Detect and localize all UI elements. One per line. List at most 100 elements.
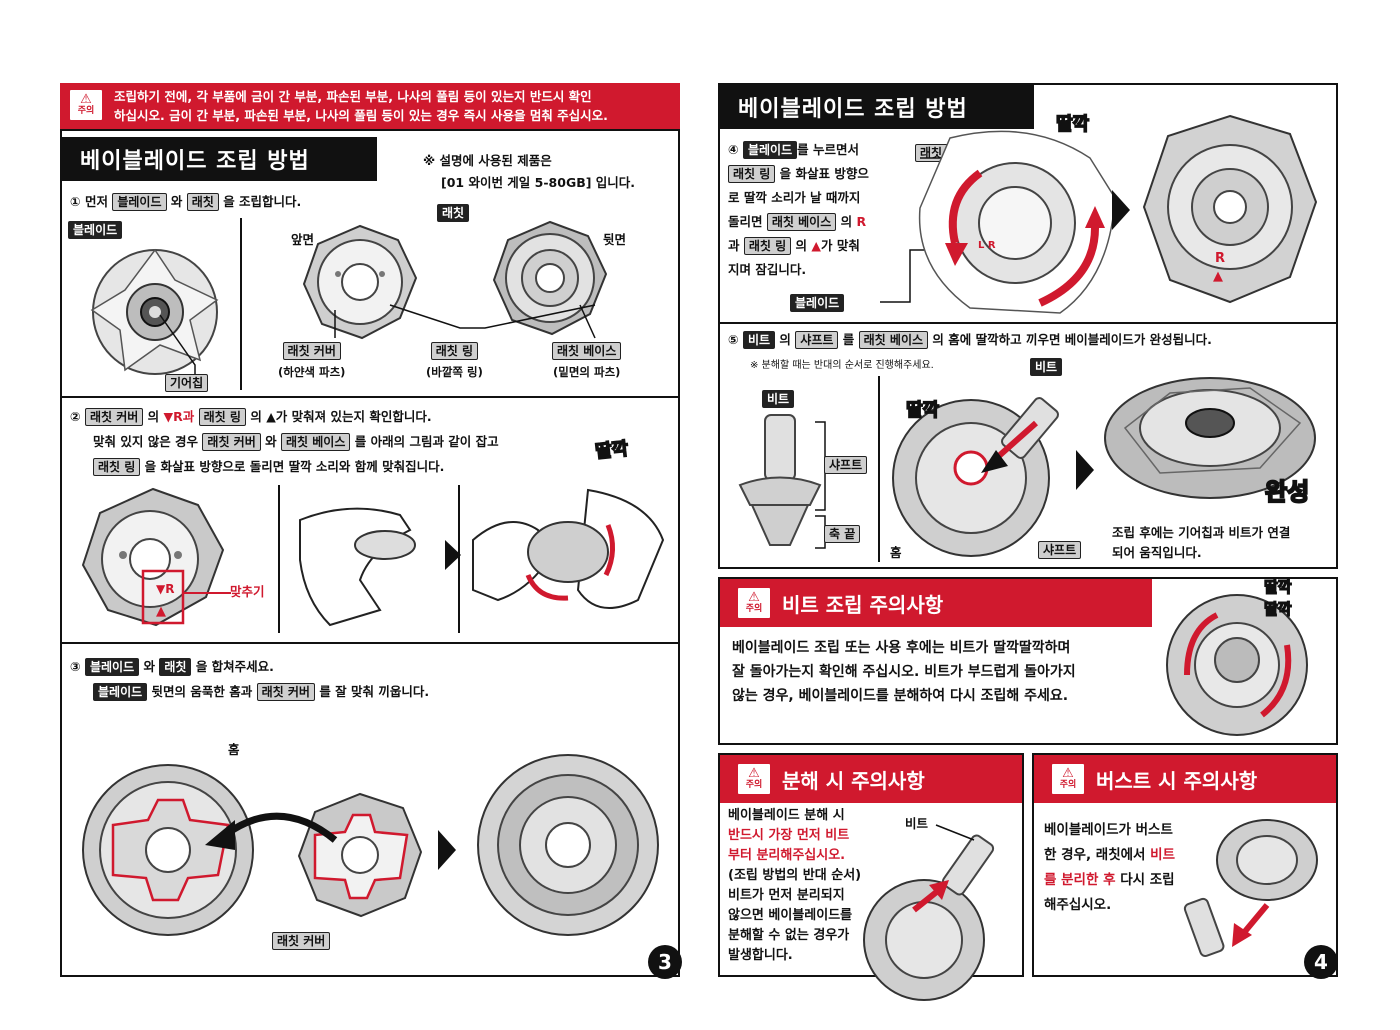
svg-text:▲: ▲ — [156, 604, 166, 619]
burst-box — [1032, 753, 1338, 977]
ratchet-base-label: 래칫 베이스 — [552, 342, 622, 360]
warning-line-1: 조립하기 전에, 각 부품에 금이 간 부분, 파손된 부분, 나사의 풀림 등… — [114, 89, 592, 104]
dis-line-3: 부터 분리해주십시오. — [728, 848, 846, 863]
blade-tag: 블레이드 — [68, 221, 123, 239]
step5-text: ⑤ 비트 의 샤프트 를 래칫 베이스 의 홈에 딸깍하고 끼우면 베이블레이드… — [728, 331, 1212, 349]
bit-caution-line-1: 베이블레이드 조립 또는 사용 후에는 비트가 딸깍딸깍하며 — [732, 640, 1071, 656]
step1-text: ① 먼저 블레이드 와 래칫 을 조립합니다. — [70, 193, 302, 211]
assembled-blade-illustration — [477, 754, 659, 936]
groove-label-5: 홈 — [890, 545, 902, 560]
product-note-2: [01 와이번 게일 5-80GB] 입니다. — [441, 175, 636, 190]
bit-caution-box — [718, 577, 1338, 745]
caution-icon: ⚠주의 — [1050, 762, 1086, 796]
svg-text:▼R: ▼R — [156, 582, 174, 596]
disassembly-box — [718, 753, 1024, 977]
hand-turn-illustration: L R — [918, 130, 1116, 314]
ratchet-cover-label: 래칫 커버 — [282, 342, 341, 360]
burst-line-3: 를 분리한 후 다시 조립 — [1044, 872, 1175, 888]
ratchet-insert-illustration — [297, 792, 423, 918]
locked-ratchet-illustration: R ▲ — [1142, 114, 1318, 304]
dis-line-1: 베이블레이드 분해 시 — [728, 808, 845, 823]
bit-caution-title: ⚠주의 비트 조립 주의사항 — [720, 579, 1152, 627]
step3-text-2: 블레이드 뒷면의 움푹한 홈과 래칫 커버 를 잘 맞춰 끼웁니다. — [93, 680, 429, 704]
arrow-right-icon — [438, 830, 456, 870]
left-main-box — [60, 129, 680, 977]
bit-caution-line-2: 잘 돌아가는지 확인해 주십시오. 비트가 부드럽게 돌아가지 — [732, 664, 1076, 680]
insert-arrow-icon — [205, 812, 338, 850]
bit-label-2: 비트 — [1030, 358, 1063, 376]
bit-label: 비트 — [762, 390, 795, 408]
dis-line-2: 반드시 가장 먼저 비트 — [728, 828, 850, 843]
dis-line-6: 않으면 베이블레이드를 — [728, 908, 853, 923]
blade-label-4: 블레이드 — [790, 294, 845, 312]
bit-rotation-illustration — [1166, 594, 1308, 736]
step2-text-3: 래칫 링 을 화살표 방향으로 돌리면 딸깍 소리와 함께 맞춰집니다. — [93, 455, 444, 479]
ratchet-ring-sub: (바깥쪽 링) — [426, 365, 483, 379]
ratchet-base-sub: (밑면의 파츠) — [552, 365, 621, 379]
svg-text:▲: ▲ — [1213, 269, 1223, 284]
arrow-right-icon — [445, 540, 461, 570]
product-note-1: ※ 설명에 사용된 제품은 — [423, 153, 552, 168]
right-page-title: 베이블레이드 조립 방법 — [720, 85, 1034, 129]
burst-line-4: 해주십시오. — [1044, 897, 1112, 913]
caution-icon: ⚠주의 — [68, 88, 104, 122]
caution-icon: ⚠주의 — [736, 586, 772, 620]
shaft-label: 샤프트 — [824, 456, 868, 474]
gear-chip-label: 기어칩 — [165, 374, 209, 392]
front-label: 앞면 — [291, 232, 315, 247]
caution-icon: ⚠주의 — [736, 762, 772, 796]
arrow-right-icon — [1112, 190, 1130, 230]
after-note-1: 조립 후에는 기어칩과 비트가 연결 — [1112, 525, 1291, 540]
ratchet-align-illustration: ▼R ▲ — [81, 487, 225, 627]
click-sfx-a: 딸깍 — [1263, 577, 1292, 596]
page-title: 베이블레이드 조립 방법 — [62, 137, 377, 181]
click-sfx-b: 딸깍 — [1263, 599, 1292, 618]
burst-title: ⚠주의 버스트 시 주의사항 — [1034, 755, 1336, 803]
ratchet-cover-sub: (하얀색 파츠) — [278, 365, 346, 379]
disassembly-title: ⚠주의 분해 시 주의사항 — [720, 755, 1022, 803]
click-sfx-4: 딸깍 — [1055, 113, 1090, 136]
bit-illustration — [738, 414, 822, 546]
dis-line-5: 비트가 먼저 분리되지 — [728, 888, 845, 903]
bit-remove-illustration — [863, 824, 995, 1001]
step2-text-2: 맞춰 있지 않은 경우 래칫 커버 와 래칫 베이스 를 아래의 그림과 같이 … — [93, 433, 499, 451]
ratchet-ring-label: 래칫 링 — [430, 342, 479, 360]
left-page: ⚠주의 조립하기 전에, 각 부품에 금이 간 부분, 파손된 부분, 나사의 … — [60, 83, 682, 979]
done-label: 완성 — [1264, 477, 1310, 507]
step5-note: ※ 분해할 때는 반대의 순서로 진행해주세요. — [750, 360, 934, 371]
blade-illustration — [90, 248, 219, 375]
right-main-box — [718, 83, 1338, 569]
ratchet-front-illustration — [302, 224, 418, 340]
bit-caution-line-3: 않는 경우, 베이블레이드를 분해하여 다시 조립해 주세요. — [732, 688, 1069, 704]
dis-line-4: (조립 방법의 반대 순서) — [728, 868, 862, 883]
burst-line-1: 베이블레이드가 버스트 — [1044, 822, 1173, 838]
ratchet-back-illustration — [492, 220, 608, 336]
click-sfx-5: 딸깍 — [905, 399, 940, 422]
step3-text-1: ③ 블레이드 와 래칫 을 합쳐주세요. — [70, 658, 274, 676]
groove-label: 홈 — [228, 742, 240, 757]
dis-line-7: 분해할 수 없는 경우가 — [728, 928, 850, 943]
hand-twist-illustration — [472, 488, 665, 609]
page-number-3: 3 — [648, 945, 682, 979]
arrow-right-icon — [1076, 450, 1094, 490]
svg-text:R: R — [1215, 251, 1225, 266]
page-number-4: 4 — [1304, 945, 1338, 979]
back-label: 뒷면 — [603, 232, 627, 247]
ratchet-cover-label-3: 래칫 커버 — [272, 932, 331, 950]
burst-line-2: 한 경우, 래칫에서 비트 — [1044, 847, 1176, 863]
shaft-label-2: 샤프트 — [1038, 541, 1082, 559]
align-label: 맞추기 — [230, 584, 265, 599]
warning-banner: ⚠주의 조립하기 전에, 각 부품에 금이 간 부분, 파손된 부분, 나사의 … — [60, 83, 680, 129]
step2-text-1: ② 래칫 커버 의 ▼R과 래칫 링 의 ▲가 맞춰져 있는지 확인합니다. — [70, 408, 432, 426]
dis-line-8: 발생합니다. — [728, 948, 793, 963]
hand-hold-illustration — [299, 507, 416, 627]
completed-beyblade-illustration — [1104, 377, 1316, 499]
warning-line-2: 하십시오. 금이 간 부분, 파손된 부분, 나사의 풀림 등이 있는 경우 즉… — [114, 108, 608, 123]
blade-back-illustration — [82, 764, 254, 936]
click-sfx: 딸깍 — [593, 438, 630, 464]
burst-separate-illustration — [1183, 819, 1318, 958]
tip-label: 축 끝 — [824, 525, 861, 543]
dis-bit-label: 비트 — [905, 816, 929, 831]
